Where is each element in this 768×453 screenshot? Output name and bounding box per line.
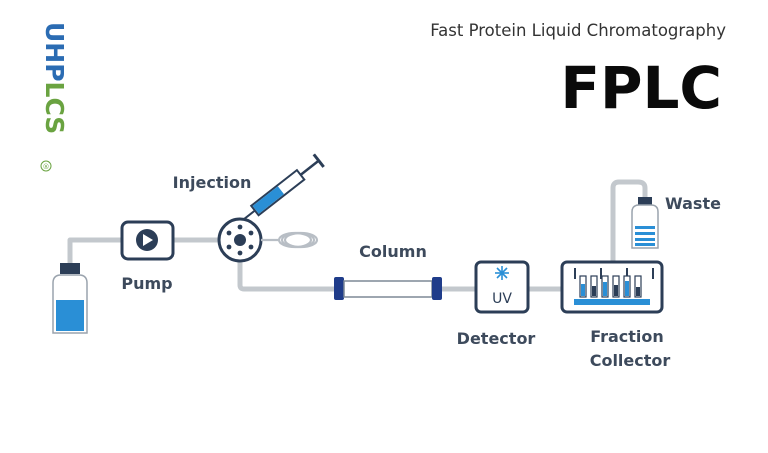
logo-text-blue: UHP xyxy=(40,22,69,82)
column-icon xyxy=(334,277,442,300)
svg-text:UHPLCS: UHPLCS xyxy=(40,22,69,134)
sample-loop-icon xyxy=(261,231,319,249)
tubing xyxy=(67,179,648,292)
waste-bottle-icon xyxy=(631,197,659,249)
injection-label: Injection xyxy=(173,173,252,192)
syringe-icon xyxy=(242,153,325,221)
registered-mark-icon xyxy=(40,160,52,172)
page-title: FPLC xyxy=(560,54,722,122)
fraction-collector-label-line1: Fraction xyxy=(590,327,664,346)
detector-label: Detector xyxy=(457,329,536,348)
registered-mark: ® xyxy=(43,163,50,171)
logo-text-green: LCS xyxy=(40,82,69,135)
column-label: Column xyxy=(359,242,427,261)
uv-label: UV xyxy=(492,291,512,307)
pump-icon xyxy=(120,220,175,261)
solvent-bottle-icon xyxy=(52,263,88,334)
fraction-collector-label-line2: Collector xyxy=(590,351,671,370)
fraction-collector-icon xyxy=(560,260,664,314)
pump-label: Pump xyxy=(121,274,172,293)
uhplcs-logo: UHPLCS xyxy=(40,22,69,134)
subtitle: Fast Protein Liquid Chromatography xyxy=(430,21,726,40)
injection-valve-icon xyxy=(217,217,263,263)
waste-label: Waste xyxy=(665,194,721,213)
uv-detector-icon: UV xyxy=(474,260,530,314)
